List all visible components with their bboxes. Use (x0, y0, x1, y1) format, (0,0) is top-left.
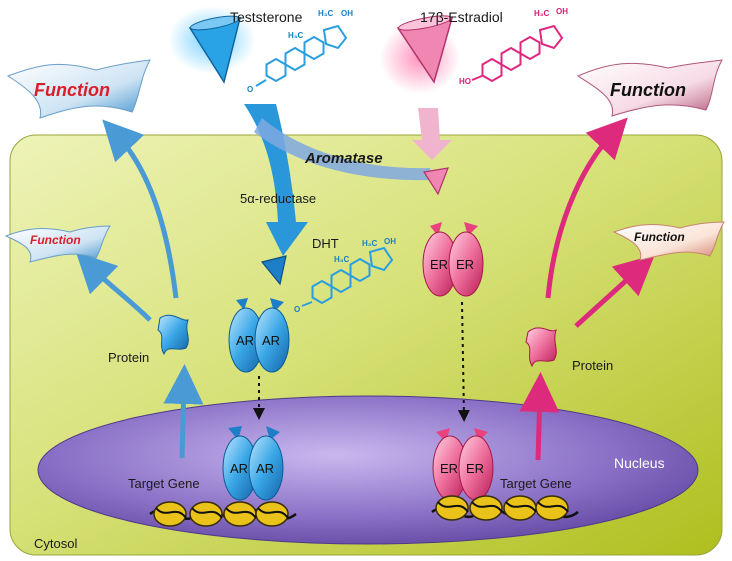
testosterone-to-dht-arrow (244, 104, 308, 256)
protein-left-label: Protein (108, 350, 149, 365)
er-label-nuc-2: ER (466, 461, 484, 476)
dht-cone-icon (260, 255, 287, 286)
testosterone-label: Teststerone (230, 9, 303, 25)
right-protein-to-function-arrow (574, 254, 655, 328)
function-label-top-left: Function (34, 80, 110, 100)
left-gene-to-protein-arrow (163, 364, 204, 459)
cytosol-label: Cytosol (34, 536, 77, 551)
ar-dimer-cytoplasm: AR AR (228, 298, 290, 373)
testosterone-hydroxyl-label: OH (341, 9, 353, 18)
dht-methyl-label-2: H₃C (362, 239, 377, 248)
aromatase-conversion-band (254, 118, 432, 181)
right-protein-to-top-function-arrow (545, 117, 628, 299)
target-gene-right-label: Target Gene (500, 476, 572, 491)
estradiol-methyl-label: H₃C (534, 9, 549, 18)
estradiol-hydroxyl-label: OH (556, 7, 568, 16)
ar-label-cyto-1: AR (236, 333, 254, 348)
dht-oxygen-label: O (294, 305, 300, 314)
er-dimer-nucleus: ER ER (432, 428, 494, 501)
protein-left-icon (157, 314, 189, 356)
estradiol-down-arrow (412, 108, 452, 160)
function-label-mid-left: Function (30, 233, 81, 247)
estradiol-hydroxy-label: HO (459, 77, 471, 86)
estradiol-structure-icon (471, 24, 564, 82)
protein-right-icon (525, 327, 557, 368)
left-protein-to-function-arrow (75, 251, 152, 322)
testosterone-methyl-label-2: H₃C (318, 9, 333, 18)
ar-label-nuc-2: AR (256, 461, 274, 476)
estradiol-small-cone-icon (423, 167, 449, 196)
er-dimer-cytoplasm: ER ER (422, 222, 484, 297)
ar-label-nuc-1: AR (230, 461, 248, 476)
ar-label-cyto-2: AR (262, 333, 280, 348)
protein-right-label: Protein (572, 358, 613, 373)
nucleus-label: Nucleus (614, 455, 665, 471)
dht-label: DHT (312, 236, 339, 251)
testosterone-methyl-label-1: H₃C (288, 31, 303, 40)
er-label-nuc-1: ER (440, 461, 458, 476)
er-translocation-arrow (457, 301, 470, 422)
nucleus-region (37, 395, 699, 545)
dht-structure-icon (301, 246, 394, 307)
er-label-cyto-1: ER (430, 257, 448, 272)
aromatase-label: Aromatase (304, 150, 383, 167)
function-star-top-left: Function (6, 59, 151, 119)
er-label-cyto-2: ER (456, 257, 474, 272)
ar-dimer-nucleus: AR AR (222, 426, 284, 501)
function-star-mid-left: Function (4, 225, 111, 263)
dna-nucleosomes-left (149, 501, 297, 527)
estradiol-label: 17β-Estradiol (420, 9, 503, 25)
left-protein-to-top-function-arrow (102, 119, 179, 299)
dna-nucleosomes-right (431, 495, 579, 521)
testosterone-structure-icon (255, 24, 348, 87)
testosterone-oxygen-label: O (247, 85, 253, 94)
function-star-mid-right: Function (612, 221, 725, 261)
function-star-top-right: Function (576, 59, 723, 117)
function-label-mid-right: Function (634, 230, 685, 244)
dht-hydroxyl-label: OH (384, 237, 396, 246)
target-gene-left-label: Target Gene (128, 476, 200, 491)
reductase-label: 5α-reductase (240, 191, 316, 206)
dht-methyl-label-1: H₃C (334, 255, 349, 264)
right-gene-to-protein-arrow (519, 372, 560, 461)
function-label-top-right: Function (610, 80, 686, 100)
